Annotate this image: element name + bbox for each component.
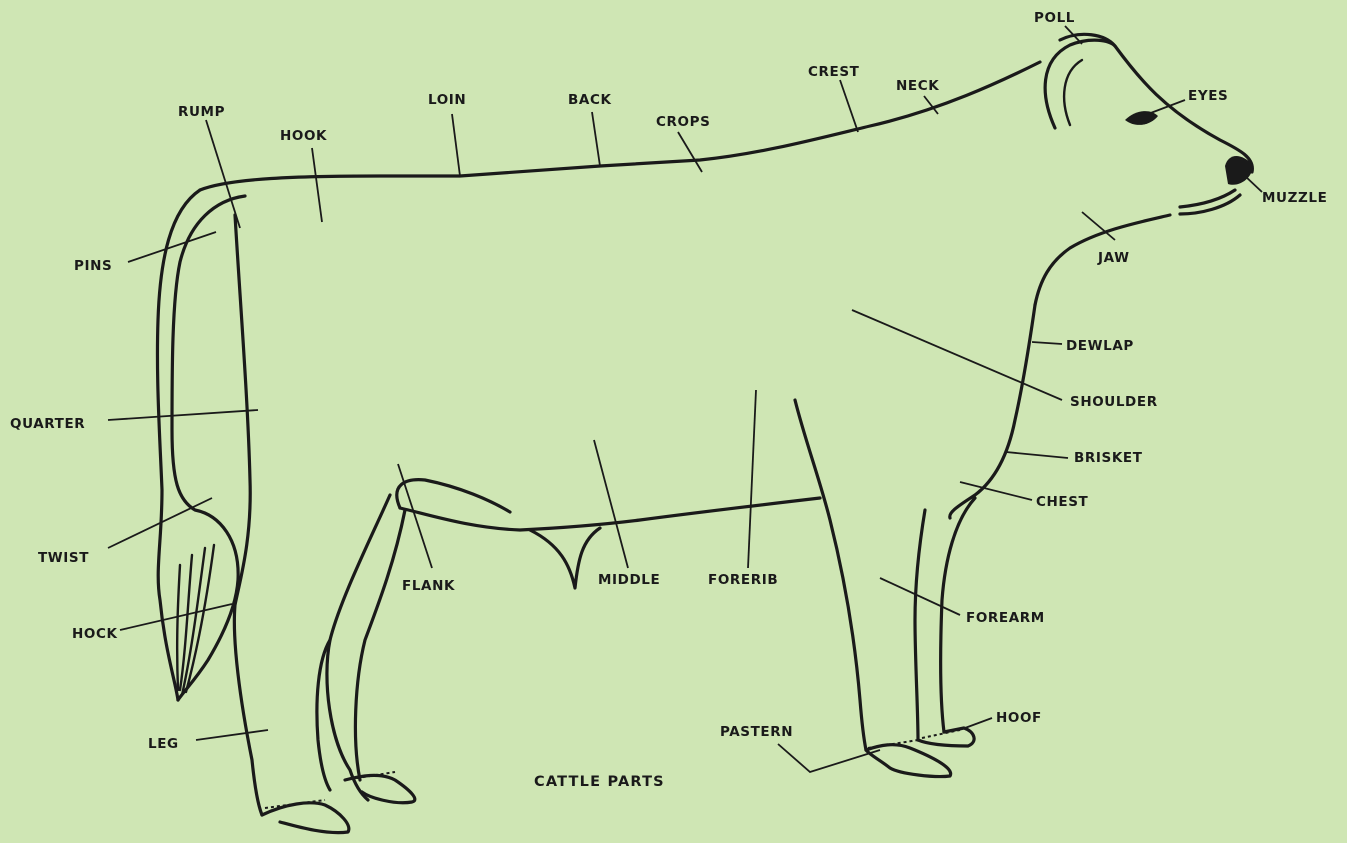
- label-crest: CREST: [808, 64, 860, 80]
- leader-pins: [128, 232, 216, 262]
- cow-outline: [157, 34, 1252, 832]
- label-muzzle: MUZZLE: [1262, 190, 1327, 206]
- dewlap-brisket: [950, 305, 1035, 518]
- label-pins: PINS: [74, 258, 112, 274]
- leader-forearm: [880, 578, 960, 615]
- leader-shoulder: [852, 310, 1062, 400]
- leader-leg: [196, 730, 268, 740]
- label-back: BACK: [568, 92, 612, 108]
- label-forearm: FOREARM: [966, 610, 1045, 626]
- label-middle: MIDDLE: [598, 572, 660, 588]
- leader-middle: [594, 440, 628, 568]
- leader-loin: [452, 114, 460, 176]
- leader-hook: [312, 148, 322, 222]
- hind-leg-front: [327, 495, 390, 800]
- leader-crops: [678, 132, 702, 172]
- leader-quarter: [108, 410, 258, 420]
- front-leg-near-back: [915, 510, 925, 740]
- label-poll: POLL: [1034, 10, 1075, 26]
- label-leg: LEG: [148, 736, 179, 752]
- leader-brisket: [1006, 452, 1068, 458]
- label-jaw: JAW: [1097, 250, 1130, 266]
- label-hock: HOCK: [72, 626, 118, 642]
- label-quarter: QUARTER: [10, 416, 85, 432]
- eye: [1125, 111, 1158, 125]
- label-twist: TWIST: [38, 550, 89, 566]
- tail-switch: [177, 545, 214, 695]
- label-brisket: BRISKET: [1074, 450, 1143, 466]
- leader-hoof: [965, 718, 992, 728]
- rear-leg: [234, 215, 262, 815]
- label-rump: RUMP: [178, 104, 225, 120]
- label-neck: NECK: [896, 78, 939, 94]
- leader-back: [592, 112, 600, 166]
- label-hoof: HOOF: [996, 710, 1042, 726]
- stifle: [397, 480, 510, 512]
- label-pastern: PASTERN: [720, 724, 793, 740]
- front-hoof-near: [918, 728, 974, 746]
- label-shoulder: SHOULDER: [1070, 394, 1158, 410]
- label-dewlap: DEWLAP: [1066, 338, 1134, 354]
- leader-crest: [840, 80, 858, 132]
- leader-hock: [120, 604, 232, 630]
- mouth: [1180, 190, 1240, 214]
- label-chest: CHEST: [1036, 494, 1089, 510]
- label-crops: CROPS: [656, 114, 710, 130]
- label-eyes: EYES: [1188, 88, 1228, 104]
- ear-inner: [1064, 60, 1082, 125]
- hind-hoof-near: [262, 803, 349, 833]
- hind-hoof-far: [345, 775, 415, 802]
- ear: [1045, 40, 1115, 128]
- hind-leg-far: [355, 510, 405, 780]
- label-hook: HOOK: [280, 128, 327, 144]
- label-loin: LOIN: [428, 92, 466, 108]
- leader-forerib: [748, 390, 756, 568]
- label-forerib: FORERIB: [708, 572, 778, 588]
- front-leg-far: [795, 400, 866, 750]
- leader-muzzle: [1245, 176, 1262, 192]
- front-hoof-far: [866, 745, 951, 777]
- sheath: [530, 528, 600, 588]
- label-flank: FLANK: [402, 578, 455, 594]
- diagram-title: CATTLE PARTS: [534, 774, 665, 790]
- leader-dewlap: [1032, 342, 1062, 344]
